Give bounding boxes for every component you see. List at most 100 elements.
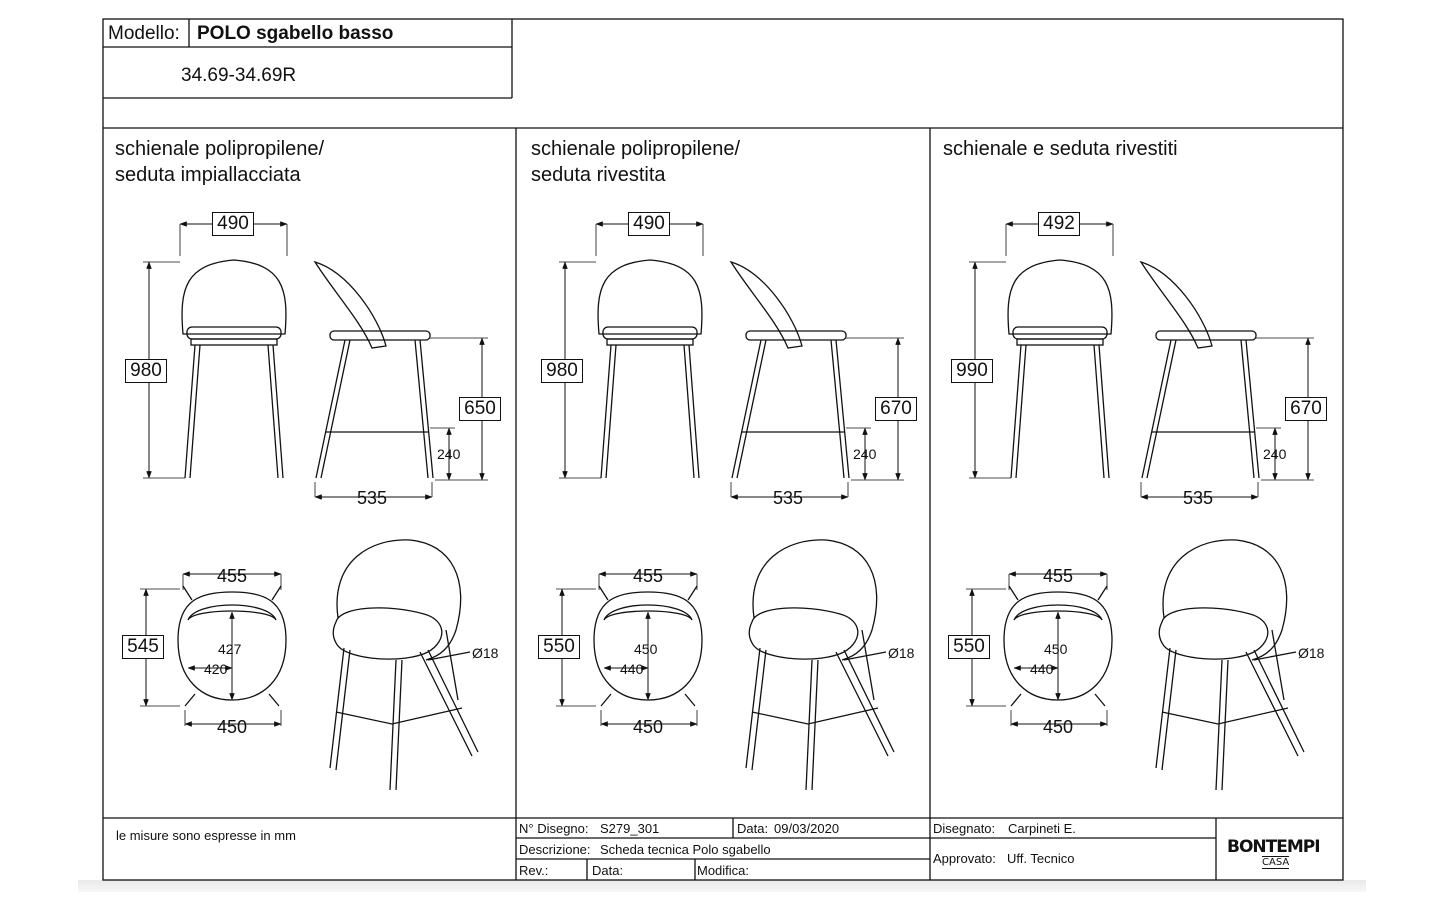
dimension-arrow — [690, 721, 698, 727]
side-depth-dim-3: 535 — [1183, 488, 1214, 508]
dimension-arrow — [1100, 721, 1108, 727]
top-width-dim-2: 455 — [633, 566, 664, 586]
dimension-arrow — [143, 588, 149, 596]
front-seat — [1012, 326, 1108, 340]
dimension-arrow — [1305, 473, 1311, 481]
panel-2-title-line2: seduta rivestita — [531, 164, 666, 186]
top-legs — [1008, 585, 1108, 707]
inner-width-dim-1: 420 — [204, 661, 228, 677]
dimension-arrow — [1013, 665, 1021, 671]
description-value: Scheda tecnica Polo sgabello — [600, 842, 771, 857]
dimension-arrow — [1272, 427, 1278, 435]
dimension-arrow — [1051, 665, 1059, 671]
front-width-dim-1: 490 — [212, 212, 254, 236]
panel-1-title-line1: schienale polipropilene/ — [115, 138, 325, 160]
approved-by: Uff. Tecnico — [1007, 851, 1075, 866]
perspective-view-1 — [329, 539, 479, 791]
drawn-label: Disegnato: — [933, 821, 996, 836]
tube-diameter-dim-1: Ø18 — [472, 645, 499, 661]
revision-date-label: Data: — [592, 863, 624, 878]
dimension-arrow — [562, 261, 568, 269]
front-height-dim-1: 980 — [125, 359, 167, 383]
dimension-arrow — [562, 471, 568, 479]
perspective-footrest — [1161, 707, 1289, 725]
front-seat-frame — [606, 338, 694, 346]
dimension-arrow — [446, 427, 452, 435]
perspective-seat — [1158, 607, 1269, 660]
dimension-arrow — [862, 427, 868, 435]
dimension-arrow — [972, 471, 978, 479]
tube-leader — [843, 651, 887, 661]
front-seat-frame — [190, 338, 278, 346]
top-backrest — [187, 604, 277, 621]
dimension-arrow — [1140, 494, 1148, 500]
side-depth-dim-2: 535 — [773, 488, 804, 508]
front-view-2 — [559, 221, 704, 479]
perspective-legs — [1155, 629, 1305, 791]
dimension-arrow — [969, 699, 975, 707]
dimension-arrow — [696, 221, 704, 227]
front-height-dim-2: 980 — [541, 359, 583, 383]
date-label: Data: — [737, 821, 769, 836]
perspective-backrest — [1162, 539, 1288, 661]
top-depth-dim-2: 550 — [538, 635, 580, 659]
dimension-arrow — [182, 571, 190, 577]
dimension-arrow — [645, 693, 651, 701]
dimension-arrow — [1106, 221, 1114, 227]
side-backrest — [1139, 260, 1213, 349]
seat-height-dim-3: 670 — [1285, 397, 1327, 421]
footrest-height-dim-2: 240 — [853, 446, 877, 462]
dimension-arrow — [598, 571, 606, 577]
bottom-width-dim-1: 450 — [217, 717, 248, 737]
side-depth-dim-1: 535 — [357, 488, 388, 508]
front-height-dim-3: 990 — [951, 359, 993, 383]
perspective-seat — [332, 607, 443, 660]
side-seat — [745, 330, 847, 341]
front-legs — [184, 344, 284, 479]
dimension-arrow — [895, 473, 901, 481]
dimension-arrow — [559, 588, 565, 596]
front-seat-frame — [1016, 338, 1104, 346]
inner-depth-dim-1: 427 — [218, 641, 242, 657]
dimension-arrow — [1055, 693, 1061, 701]
dimension-arrow — [425, 494, 433, 500]
dimension-arrow — [274, 571, 282, 577]
dimension-arrow — [969, 588, 975, 596]
front-backrest — [597, 259, 703, 335]
front-view-3 — [969, 221, 1114, 479]
dimension-arrow — [690, 571, 698, 577]
dimension-arrow — [229, 611, 235, 619]
dimension-arrow — [314, 494, 322, 500]
dimension-arrow — [972, 261, 978, 269]
model-name: POLO sgabello basso — [197, 23, 394, 44]
brand-logo: BONTEMPI — [1227, 837, 1321, 857]
front-seat — [602, 326, 698, 340]
panel-2-title-line1: schienale polipropilene/ — [531, 138, 741, 160]
seat-height-dim-1: 650 — [459, 397, 501, 421]
dimension-arrow — [600, 721, 608, 727]
side-legs — [315, 339, 434, 479]
tube-diameter-dim-2: Ø18 — [888, 645, 915, 661]
tube-leader — [427, 651, 471, 661]
inner-width-dim-2: 440 — [620, 661, 644, 677]
front-backrest — [181, 259, 287, 335]
model-label: Modello: — [108, 23, 180, 44]
drawing-no: S279_301 — [600, 821, 660, 836]
date-value: 09/03/2020 — [774, 821, 840, 836]
front-width-dim-3: 492 — [1038, 212, 1080, 236]
side-view-1 — [313, 260, 488, 500]
top-legs — [182, 585, 282, 707]
drawing-no-label: N° Disegno: — [519, 821, 589, 836]
revision-label: Rev.: — [519, 863, 549, 878]
top-seat — [1003, 591, 1113, 701]
side-seat — [329, 330, 431, 341]
footrest-height-dim-3: 240 — [1263, 446, 1287, 462]
top-depth-dim-3: 550 — [948, 635, 990, 659]
front-seat — [186, 326, 282, 340]
dimension-arrow — [229, 693, 235, 701]
side-view-3 — [1139, 260, 1314, 500]
perspective-footrest — [751, 707, 879, 725]
perspective-view-3 — [1155, 539, 1305, 791]
